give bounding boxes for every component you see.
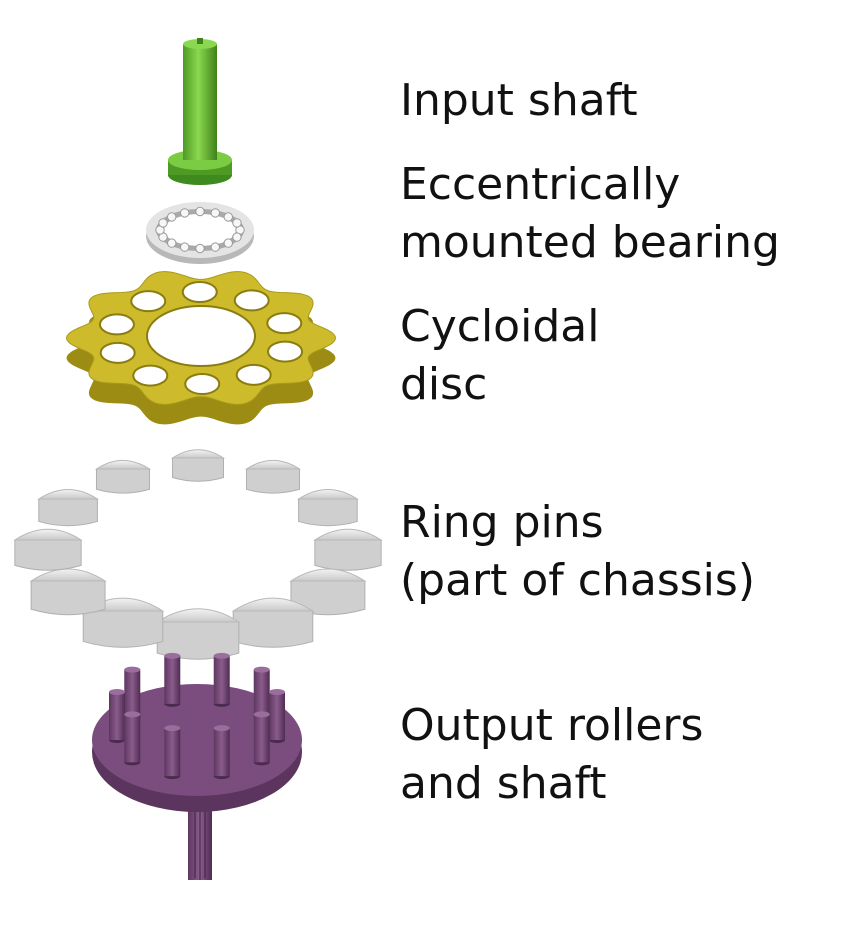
label-output: Output rollers and shaft	[400, 700, 704, 809]
output-roller	[124, 711, 141, 766]
output-part	[92, 652, 302, 880]
bearing-part	[146, 202, 254, 264]
label-ring-pins: Ring pins (part of chassis)	[400, 497, 755, 606]
bearing-ball	[158, 218, 168, 228]
output-roller	[164, 725, 181, 780]
bearing-ball	[223, 212, 233, 222]
bearing-ball	[167, 238, 177, 248]
bearing-ball	[167, 212, 177, 222]
bearing-ball	[232, 232, 242, 242]
disc-hole	[184, 372, 221, 395]
ring-pin	[155, 608, 241, 660]
output-roller	[213, 725, 230, 780]
bearing-ball	[232, 218, 242, 228]
ring-pin	[29, 568, 107, 616]
output-roller	[109, 689, 125, 743]
ring-pin	[231, 597, 315, 648]
disc-hole	[233, 289, 270, 312]
input-shaft-part	[168, 38, 232, 185]
bearing-ball	[195, 206, 205, 217]
label-bearing: Eccentrically mounted bearing	[400, 159, 780, 268]
ring-pin	[244, 459, 302, 494]
cycloidal-disc-part	[65, 271, 337, 425]
output-roller	[269, 689, 285, 743]
disc-hole	[266, 312, 303, 335]
ring-pins-part	[13, 449, 383, 660]
ring-pin	[13, 528, 83, 571]
disc-hole	[181, 281, 218, 304]
label-cycloidal-disc: Cycloidal disc	[400, 301, 600, 410]
output-roller	[253, 711, 270, 766]
output-roller	[213, 652, 230, 707]
label-input-shaft: Input shaft	[400, 75, 638, 126]
ring-pin	[313, 528, 383, 571]
bearing-ball	[223, 238, 233, 248]
disc-hole	[132, 364, 169, 387]
disc-hole	[267, 340, 304, 363]
disc-hole	[235, 363, 272, 386]
disc-hole	[130, 290, 167, 313]
bearing-ball	[179, 208, 190, 218]
ring-pin	[37, 489, 100, 527]
bearing-ball	[210, 242, 221, 252]
ring-pin	[296, 489, 359, 527]
bearing-ball	[179, 242, 190, 252]
output-roller	[164, 652, 181, 707]
ring-pin	[94, 459, 152, 494]
ring-pin	[170, 449, 226, 482]
disc-hole	[99, 341, 136, 364]
disc-hole	[98, 313, 135, 336]
bearing-ball	[195, 243, 205, 254]
bearing-ball	[210, 208, 221, 218]
